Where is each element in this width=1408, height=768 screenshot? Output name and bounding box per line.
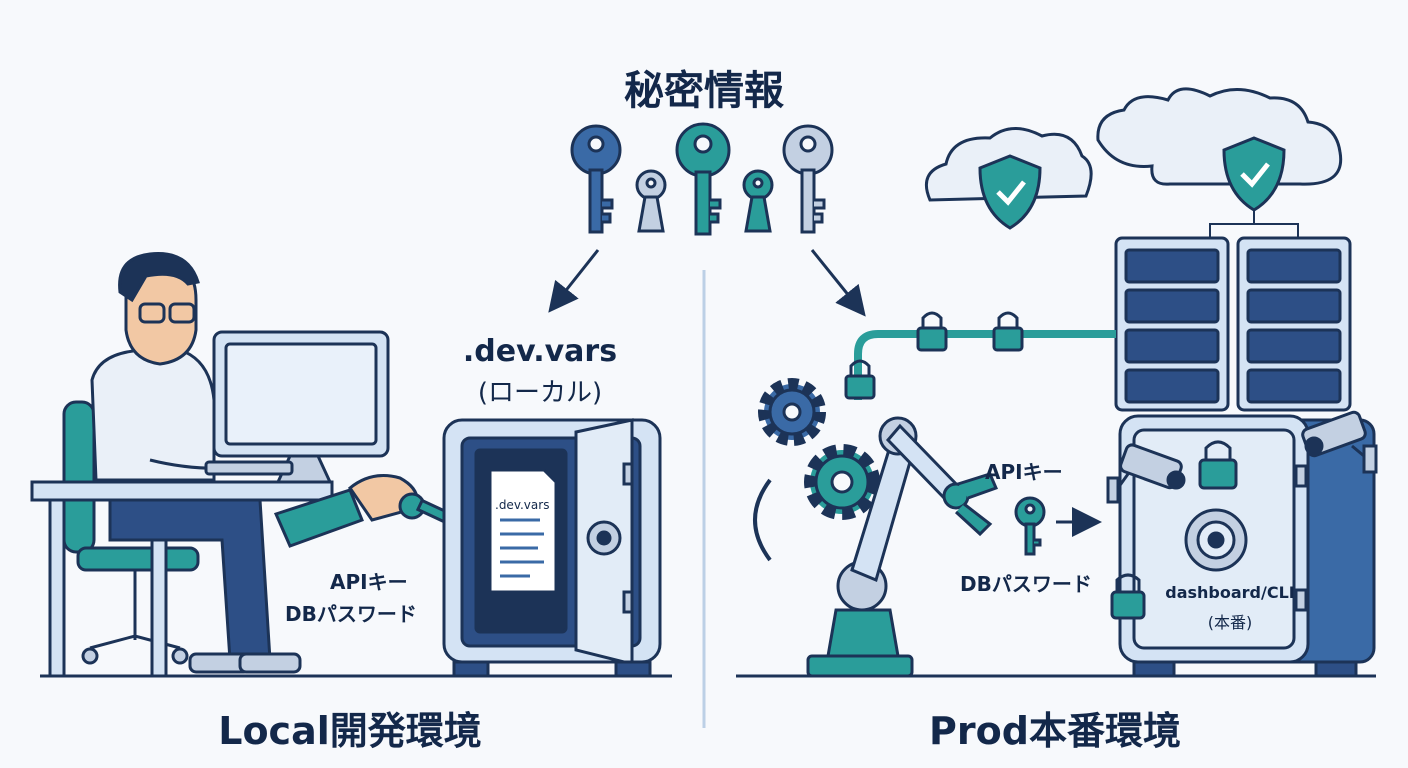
server-icon: [1114, 236, 1230, 412]
prod-db-password-label: DBパスワード: [960, 572, 1092, 596]
local-api-key-label: APIキー: [330, 570, 408, 594]
prod-env-title: Prod本番環境: [929, 709, 1181, 753]
gear-icon: [804, 444, 880, 520]
padlock-icon: [844, 359, 876, 400]
shield-check-icon: [978, 154, 1042, 230]
cctv-camera-icon: [1301, 410, 1378, 474]
local-db-password-label: DBパスワード: [285, 602, 417, 626]
cctv-camera-icon: [1106, 443, 1186, 504]
motion-arc: [753, 478, 772, 562]
document-lines: [500, 518, 544, 578]
local-env-title: Local開発環境: [218, 709, 482, 753]
padlock-icon: [916, 311, 948, 352]
document-filename: .dev.vars: [495, 498, 550, 512]
hand-with-key: [273, 474, 457, 548]
secure-pipe: [854, 330, 1116, 400]
key-icon: [675, 122, 731, 236]
keyhole-icon: [742, 169, 774, 233]
shield-check-icon: [1222, 136, 1286, 212]
server-icon: [1236, 236, 1352, 412]
monitor-icon: [212, 330, 390, 484]
vault-label: dashboard/CLI: [1165, 583, 1295, 602]
gear-icon: [758, 378, 826, 446]
padlock-icon: [1110, 573, 1146, 620]
keyhole-icon: [635, 169, 667, 233]
cloud-server-links: [1209, 210, 1299, 238]
padlock-icon: [992, 311, 1024, 352]
key-icon: [570, 124, 622, 234]
office-chair: [62, 400, 200, 665]
page-title: 秘密情報: [624, 68, 784, 114]
dev-vars-sublabel: (ローカル): [477, 378, 603, 408]
person-icon: [90, 252, 302, 674]
vault-sublabel: (本番): [1207, 613, 1253, 632]
arrow-to-prod: [810, 249, 866, 317]
arrow-to-local: [548, 249, 600, 313]
dev-vars-label: .dev.vars: [462, 334, 618, 369]
desk: [30, 480, 334, 678]
robot-arm-icon: [806, 416, 999, 678]
key-icon: [1014, 496, 1046, 556]
key-icon: [782, 124, 834, 234]
safe-icon: [442, 418, 662, 678]
prod-api-key-label: APIキー: [985, 460, 1063, 484]
padlock-icon: [1198, 440, 1238, 490]
